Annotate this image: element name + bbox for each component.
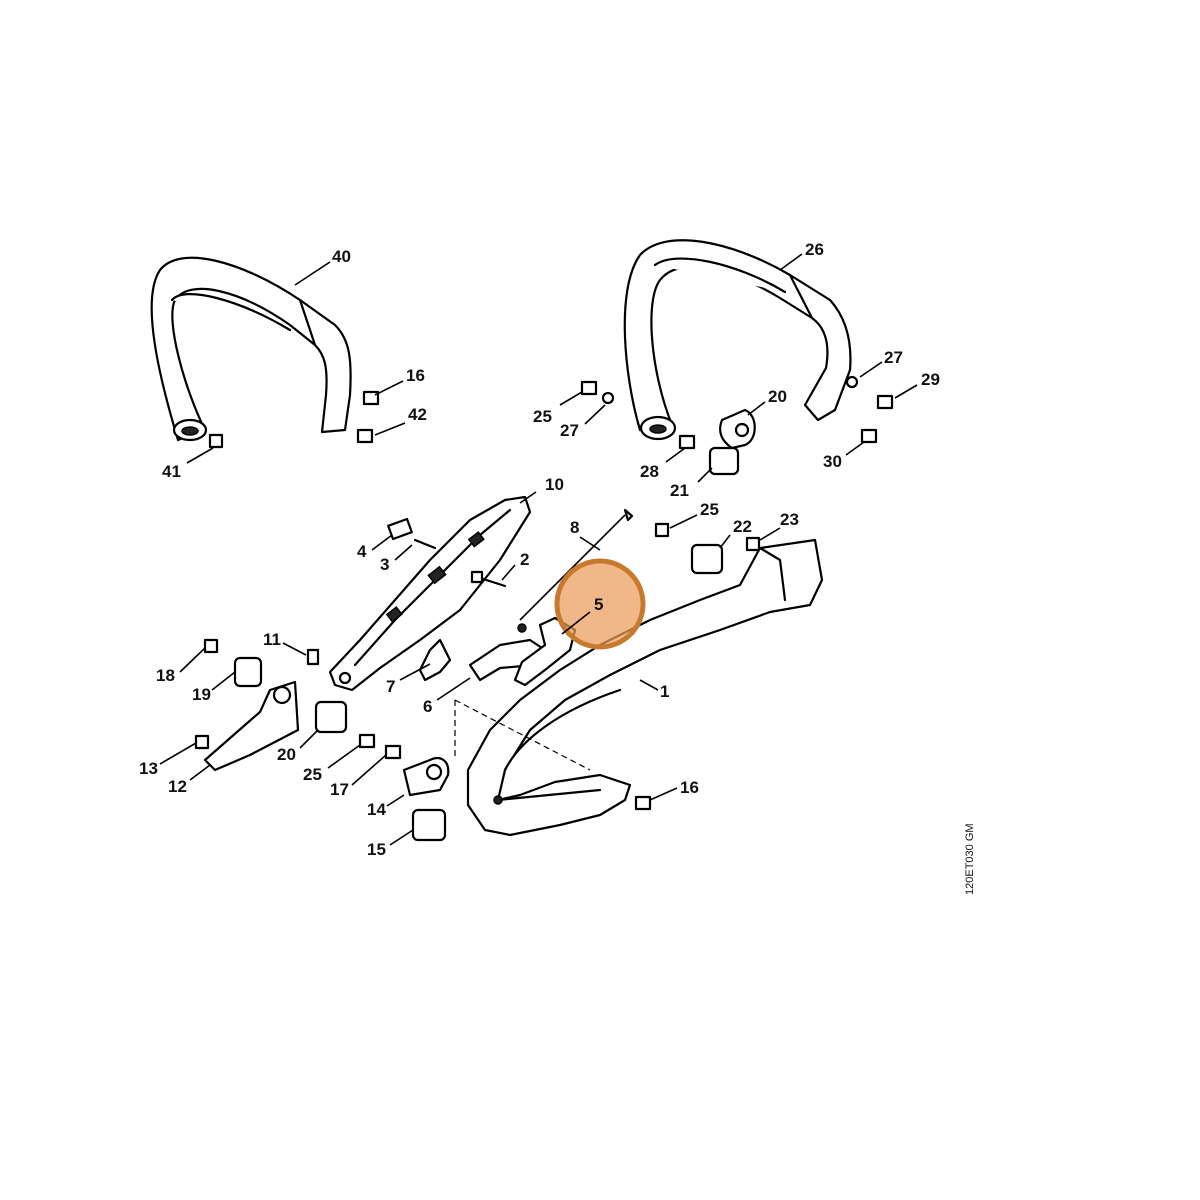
bracket-12: [203, 680, 300, 772]
av-element-19: [233, 656, 263, 688]
callout-22: 21: [670, 481, 689, 500]
bracket-21: [719, 408, 756, 450]
callout-19: 19: [192, 685, 211, 704]
reference-code: 120ET030 GM: [964, 823, 976, 895]
callout-26: 26: [805, 240, 824, 259]
screw-16-left: [362, 390, 380, 406]
callout-8: 8: [570, 518, 579, 537]
callout-17: 17: [330, 780, 349, 799]
av-element-15: [411, 808, 447, 842]
callout-23: 22: [733, 517, 752, 536]
screw-42: [356, 428, 374, 444]
handlebar-26: [623, 239, 852, 441]
av-element-22: [708, 446, 740, 476]
handlebar-40: [150, 256, 352, 442]
bracket-14: [402, 757, 450, 797]
screw-18: [203, 638, 219, 654]
av-element-23: [690, 543, 724, 575]
callout-11: 11: [263, 630, 281, 649]
callout-13: 13: [139, 759, 158, 778]
callout-40: 40: [332, 247, 351, 266]
screw-13: [194, 734, 210, 750]
callout-5: 5: [594, 595, 603, 614]
screw-16-right: [634, 795, 652, 811]
callout-4: 4: [357, 542, 367, 561]
spring-7: [418, 638, 452, 682]
spring-3: [413, 538, 437, 550]
callout-16-right: 16: [680, 778, 699, 797]
pin-4: [387, 517, 413, 541]
washer-27-right: [845, 375, 859, 389]
callout-14: 14: [367, 800, 386, 819]
callout-25-bottom: 25: [303, 765, 322, 784]
grip-cover-10: [328, 495, 532, 692]
callout-25-middle: 25: [700, 500, 719, 519]
callout-30: 30: [823, 452, 842, 471]
av-element-20: [314, 700, 348, 734]
callout-2: 2: [520, 550, 529, 569]
nut-25-top: [580, 380, 598, 396]
screw-41: [208, 433, 224, 449]
callout-42: 42: [408, 405, 427, 424]
callout-labels: 40 16 42 41 26 27 29 20 25 27 28 21 30 1…: [139, 240, 940, 859]
nut-25-middle: [654, 522, 670, 538]
callout-29: 29: [921, 370, 940, 389]
callout-41: 41: [162, 462, 181, 481]
callout-1: 1: [660, 682, 669, 701]
rear-handle-1: [454, 538, 824, 837]
callout-27-left: 27: [560, 421, 579, 440]
callout-18: 18: [156, 666, 175, 685]
callout-15: 15: [367, 840, 386, 859]
rod-8: [519, 508, 634, 621]
callout-25-top: 25: [533, 407, 552, 426]
screw-30: [860, 428, 878, 444]
callout-24: 23: [780, 510, 799, 529]
callout-3: 3: [380, 555, 389, 574]
callout-28: 28: [640, 462, 659, 481]
screw-2: [470, 570, 507, 588]
callout-20: 20: [277, 745, 296, 764]
nut-25-bottom: [358, 733, 376, 749]
nut-24: [745, 536, 761, 552]
callout-21: 20: [768, 387, 787, 406]
callout-10: 10: [545, 475, 564, 494]
callout-12: 12: [168, 777, 187, 796]
callout-27-right: 27: [884, 348, 903, 367]
screw-28: [678, 434, 696, 450]
callout-6: 6: [423, 697, 432, 716]
callout-7: 7: [386, 677, 395, 696]
washer-27-left: [601, 391, 615, 405]
screw-11: [306, 648, 320, 666]
callout-16-left: 16: [406, 366, 425, 385]
leader-lines: [159, 253, 918, 846]
screw-29: [876, 394, 894, 410]
highlight-circle: [554, 558, 646, 650]
screw-17: [384, 744, 402, 760]
